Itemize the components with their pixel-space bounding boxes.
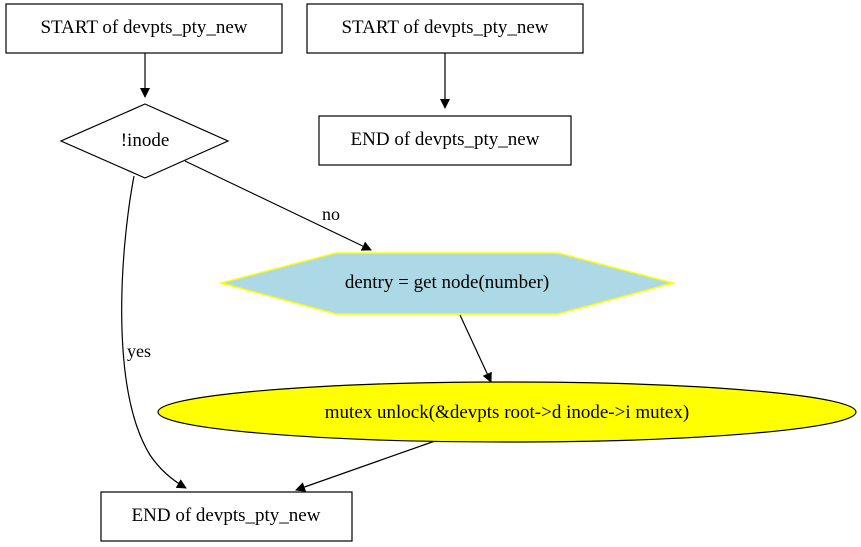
- edge-label-yes: yes: [127, 341, 151, 361]
- edges: no yes: [121, 53, 492, 492]
- node-mutex-unlock-label: mutex unlock(&devpts root->d inode->i mu…: [325, 402, 689, 423]
- node-end-top-label: END of devpts_pty_new: [351, 129, 540, 150]
- node-end-top: END of devpts_pty_new: [318, 115, 572, 166]
- node-start-1-label: START of devpts_pty_new: [40, 17, 247, 38]
- node-inode-decision-label: !inode: [121, 130, 170, 151]
- edge-mutex-to-end-bottom: [295, 440, 436, 492]
- edge-label-no: no: [322, 204, 340, 224]
- node-end-bottom-label: END of devpts_pty_new: [132, 505, 321, 526]
- node-inode-decision: !inode: [59, 103, 230, 179]
- node-dentry-assign: dentry = get node(number): [218, 252, 676, 315]
- edge-inode-to-end-bottom: [121, 175, 187, 489]
- node-start-2: START of devpts_pty_new: [306, 3, 584, 54]
- node-start-2-label: START of devpts_pty_new: [341, 17, 548, 38]
- node-mutex-unlock: mutex unlock(&devpts root->d inode->i mu…: [157, 381, 857, 443]
- node-dentry-assign-label: dentry = get node(number): [345, 272, 549, 293]
- node-start-1: START of devpts_pty_new: [5, 3, 283, 54]
- edge-inode-to-dentry: [184, 160, 372, 251]
- node-end-bottom: END of devpts_pty_new: [100, 491, 353, 542]
- edge-dentry-to-mutex: [459, 314, 492, 383]
